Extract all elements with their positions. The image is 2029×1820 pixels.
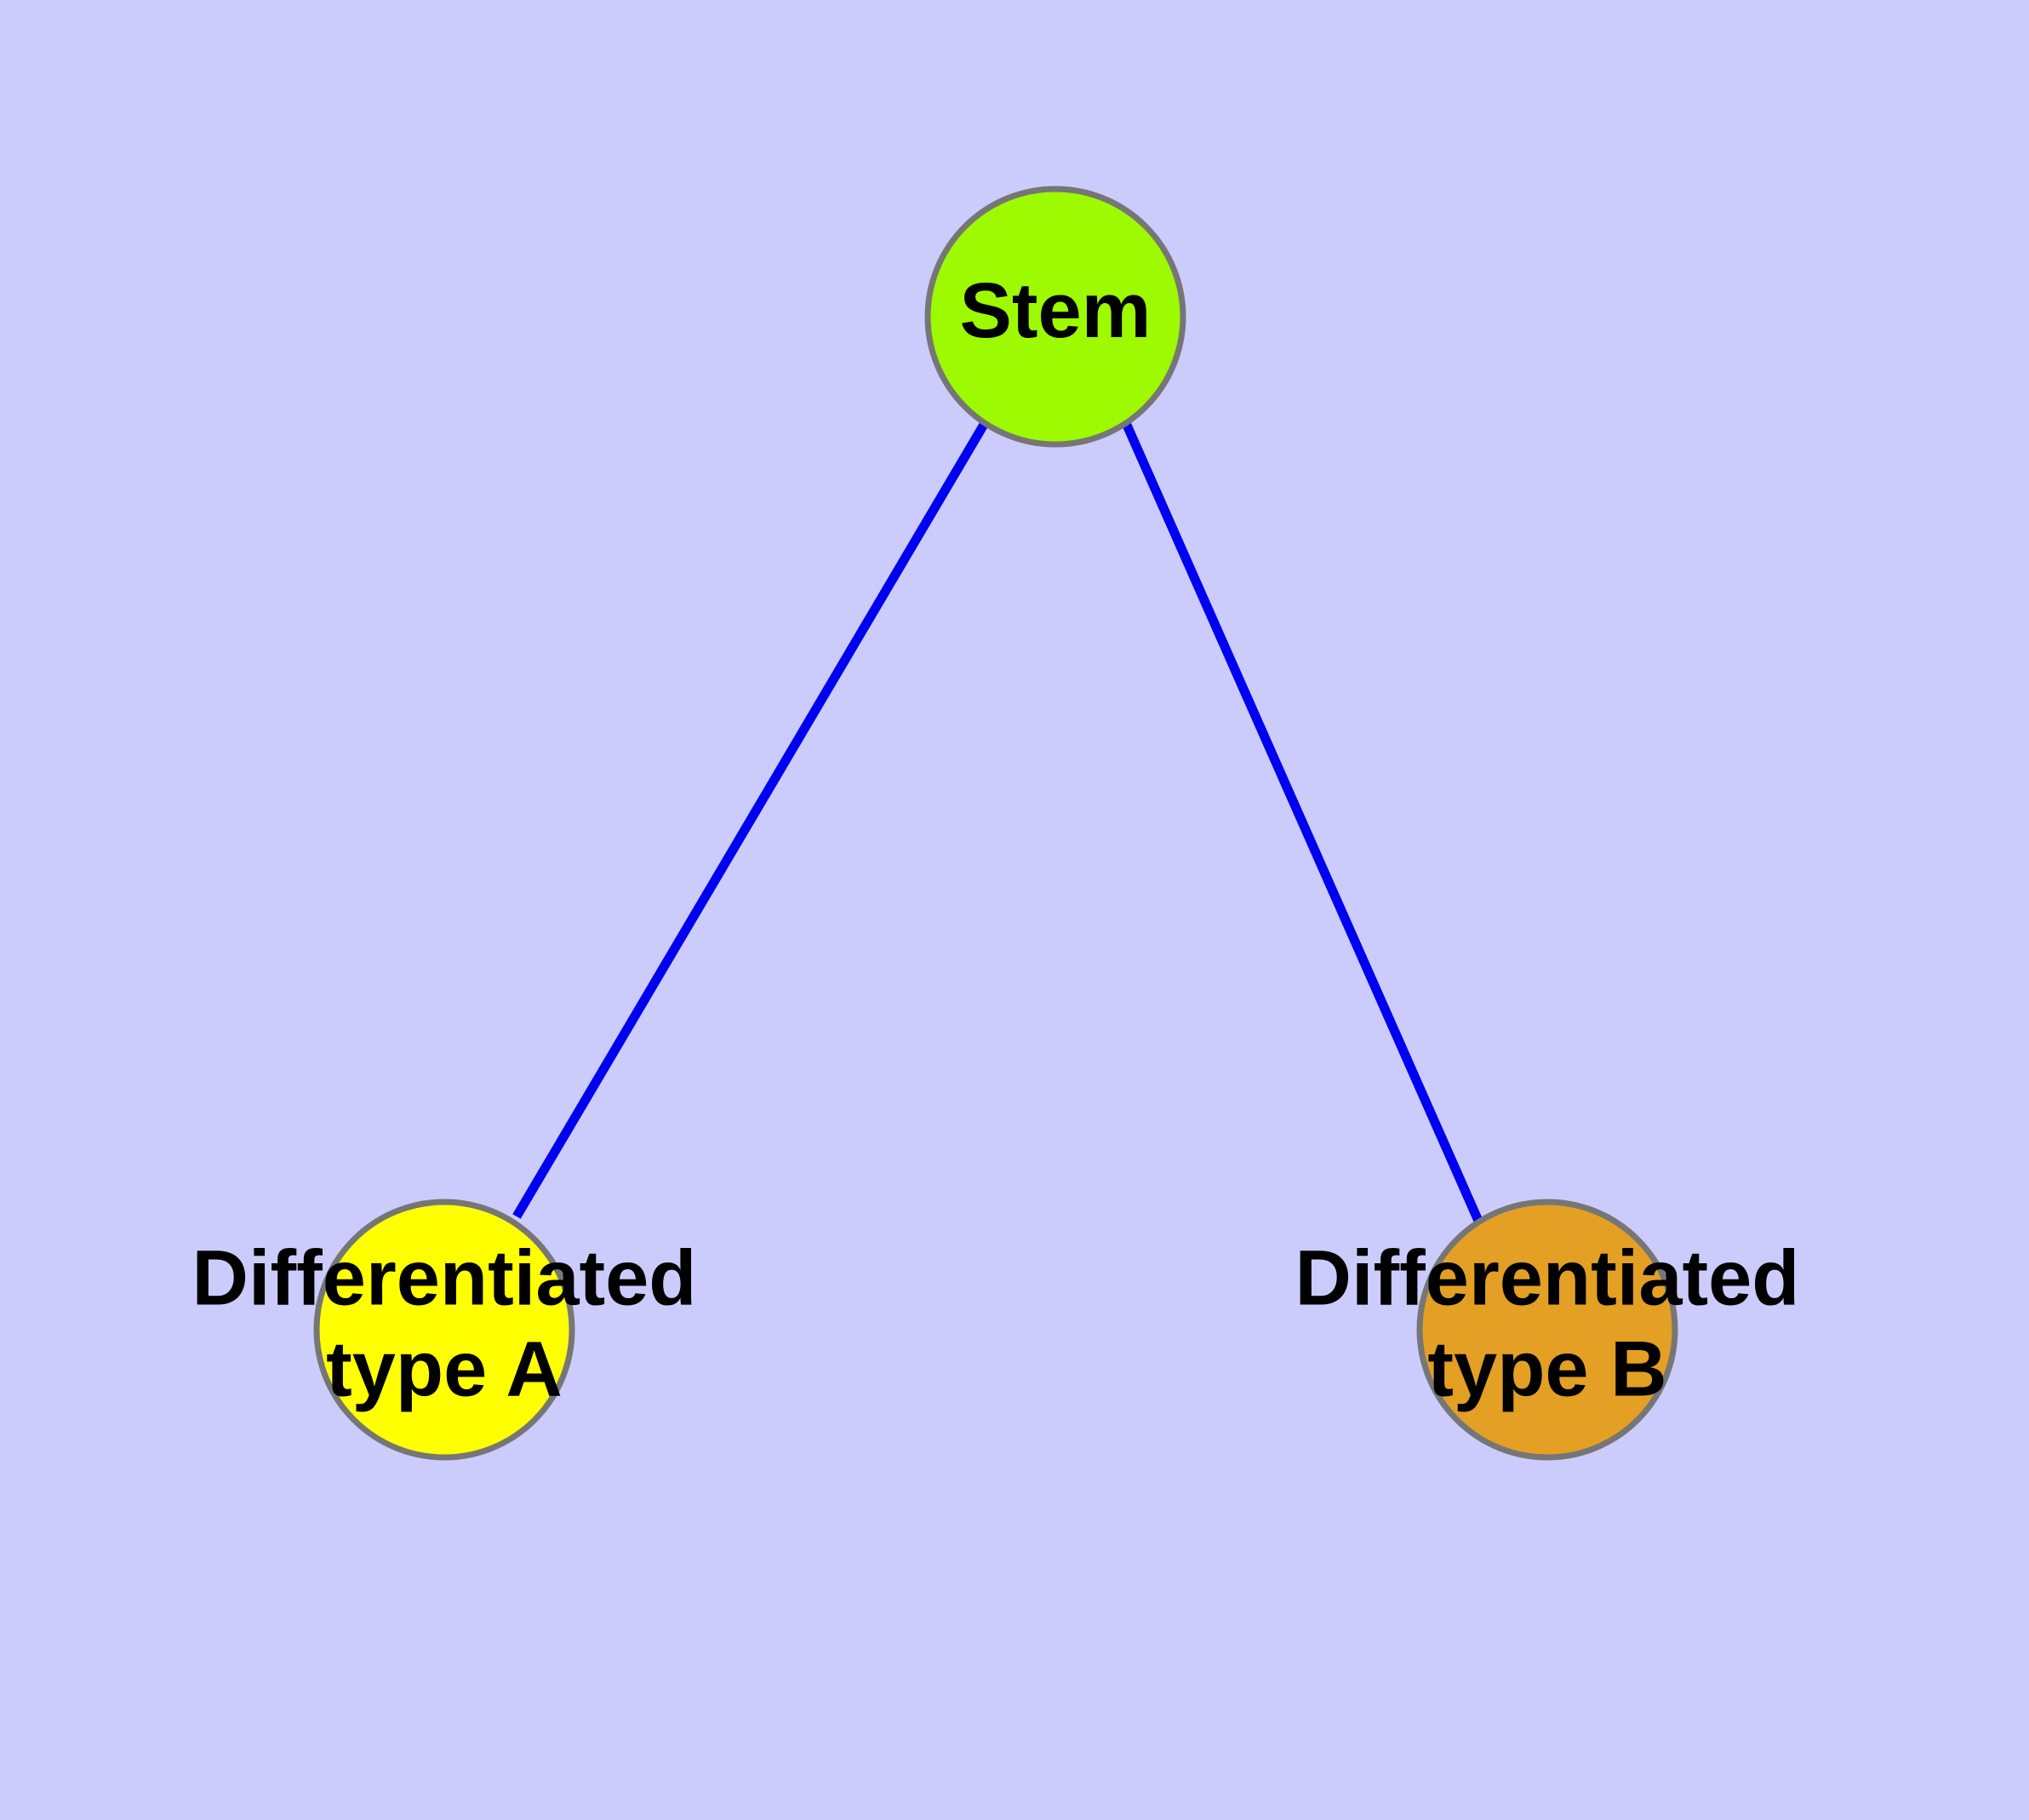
graph-node-label-stem: Stem <box>960 267 1152 354</box>
graph-node-diff_b[interactable] <box>1416 1199 1678 1461</box>
graph-node-label-line: type B <box>1427 1326 1666 1413</box>
graph-edge-stem-diff_a <box>512 421 989 1219</box>
graph-node-label-line: Differentiated <box>1295 1235 1800 1322</box>
edges-layer <box>512 421 1483 1223</box>
graph-node-diff_a[interactable] <box>313 1199 575 1461</box>
graph-node-stem[interactable] <box>924 186 1186 448</box>
graph-node-label-line: Stem <box>960 267 1152 354</box>
graph-node-label-line: type A <box>326 1326 563 1413</box>
graph-node-label-line: Differentiated <box>192 1235 697 1322</box>
nodes-layer <box>313 186 1678 1461</box>
graph-edge-stem-diff_b <box>1121 421 1483 1223</box>
